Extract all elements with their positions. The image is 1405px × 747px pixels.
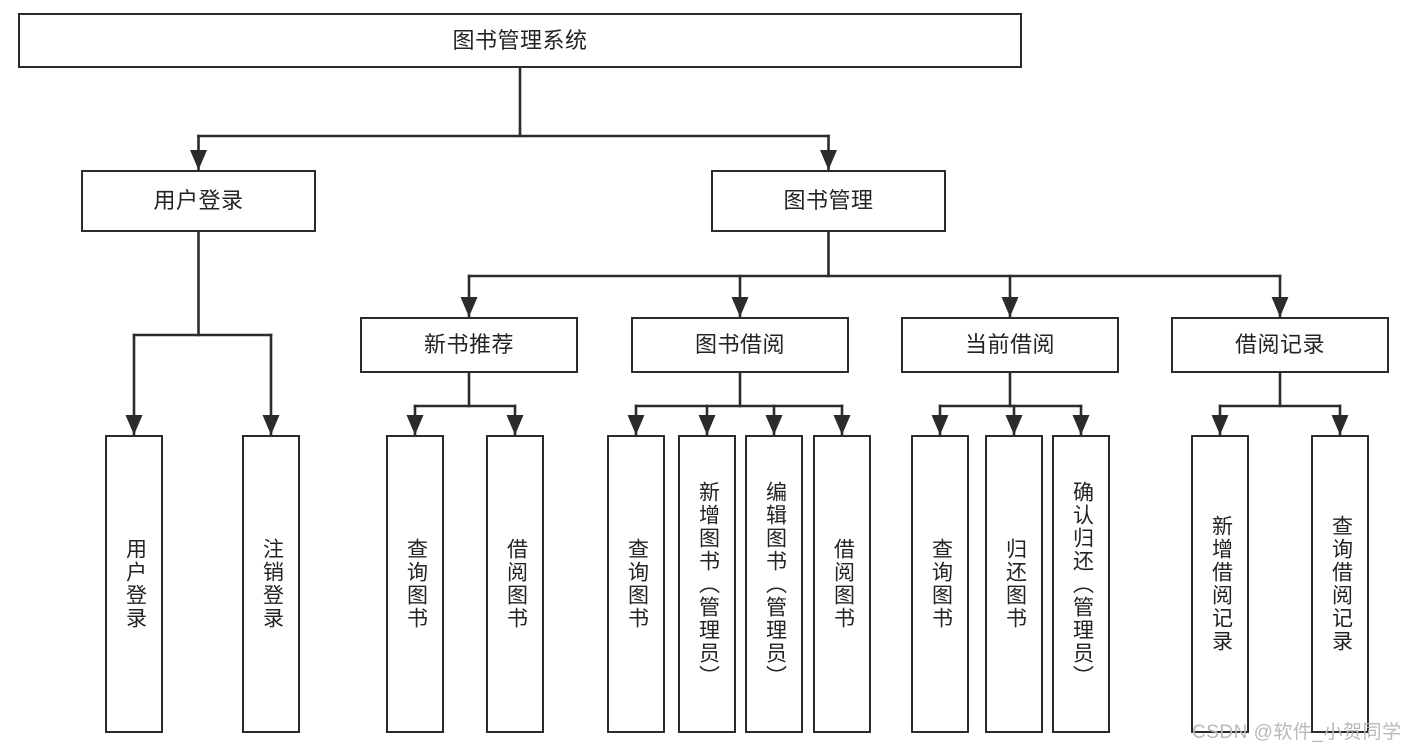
node-label: 图书管理系统 bbox=[452, 27, 588, 53]
node-l-confirm[interactable]: 确认归还（管理员） bbox=[1052, 435, 1110, 733]
arrow-head-icon bbox=[765, 415, 783, 435]
node-label: 用户登录 bbox=[123, 538, 147, 630]
node-label: 确认归还（管理员） bbox=[1070, 480, 1094, 688]
node-l-qbook2[interactable]: 查询图书 bbox=[607, 435, 665, 733]
node-label: 新增借阅记录 bbox=[1209, 515, 1233, 653]
node-borrow[interactable]: 图书借阅 bbox=[631, 317, 849, 373]
arrow-head-icon bbox=[931, 415, 949, 435]
node-l-qrec[interactable]: 查询借阅记录 bbox=[1311, 435, 1369, 733]
arrow-head-icon bbox=[506, 415, 524, 435]
node-current[interactable]: 当前借阅 bbox=[901, 317, 1119, 373]
node-l-borrowbook1[interactable]: 借阅图书 bbox=[486, 435, 544, 733]
arrow-head-icon bbox=[1001, 297, 1019, 317]
node-bookmgmt[interactable]: 图书管理 bbox=[711, 170, 946, 232]
node-label: 查询借阅记录 bbox=[1329, 515, 1353, 653]
node-label: 查询图书 bbox=[625, 538, 649, 630]
node-label: 借阅图书 bbox=[504, 538, 528, 630]
arrow-head-icon bbox=[1072, 415, 1090, 435]
node-l-addbook[interactable]: 新增图书（管理员） bbox=[678, 435, 736, 733]
arrow-head-icon bbox=[1211, 415, 1229, 435]
node-l-editbook[interactable]: 编辑图书（管理员） bbox=[745, 435, 803, 733]
node-label: 用户登录 bbox=[153, 188, 244, 214]
arrow-head-icon bbox=[820, 150, 837, 170]
node-label: 查询图书 bbox=[404, 538, 428, 630]
node-root[interactable]: 图书管理系统 bbox=[18, 13, 1022, 68]
node-l-qbook3[interactable]: 查询图书 bbox=[911, 435, 969, 733]
node-label: 图书借阅 bbox=[694, 332, 785, 358]
arrow-head-icon bbox=[1005, 415, 1023, 435]
node-l-logout[interactable]: 注销登录 bbox=[242, 435, 300, 733]
node-newbook[interactable]: 新书推荐 bbox=[360, 317, 578, 373]
node-l-qbook1[interactable]: 查询图书 bbox=[386, 435, 444, 733]
arrow-head-icon bbox=[1271, 297, 1289, 317]
arrow-head-icon bbox=[460, 297, 478, 317]
node-label: 新增图书（管理员） bbox=[696, 480, 720, 688]
arrow-head-icon bbox=[190, 150, 207, 170]
node-l-login[interactable]: 用户登录 bbox=[105, 435, 163, 733]
node-records[interactable]: 借阅记录 bbox=[1171, 317, 1389, 373]
node-label: 注销登录 bbox=[260, 538, 284, 630]
node-label: 查询图书 bbox=[929, 538, 953, 630]
node-label: 归还图书 bbox=[1003, 538, 1027, 630]
node-label: 借阅记录 bbox=[1234, 332, 1325, 358]
node-l-borrowbook2[interactable]: 借阅图书 bbox=[813, 435, 871, 733]
arrow-head-icon bbox=[406, 415, 424, 435]
watermark-label: CSDN @软件_小贺同学 bbox=[1192, 722, 1402, 743]
node-l-addrec[interactable]: 新增借阅记录 bbox=[1191, 435, 1249, 733]
arrow-head-icon bbox=[833, 415, 851, 435]
arrow-head-icon bbox=[627, 415, 645, 435]
node-label: 图书管理 bbox=[783, 188, 874, 214]
arrow-head-icon bbox=[1331, 415, 1349, 435]
node-login[interactable]: 用户登录 bbox=[81, 170, 316, 232]
arrow-head-icon bbox=[731, 297, 749, 317]
node-l-return[interactable]: 归还图书 bbox=[985, 435, 1043, 733]
arrow-head-icon bbox=[125, 415, 143, 435]
node-label: 当前借阅 bbox=[964, 332, 1055, 358]
node-label: 编辑图书（管理员） bbox=[763, 480, 787, 688]
arrow-head-icon bbox=[262, 415, 280, 435]
arrow-head-icon bbox=[698, 415, 716, 435]
node-label: 新书推荐 bbox=[423, 332, 514, 358]
node-label: 借阅图书 bbox=[831, 538, 855, 630]
